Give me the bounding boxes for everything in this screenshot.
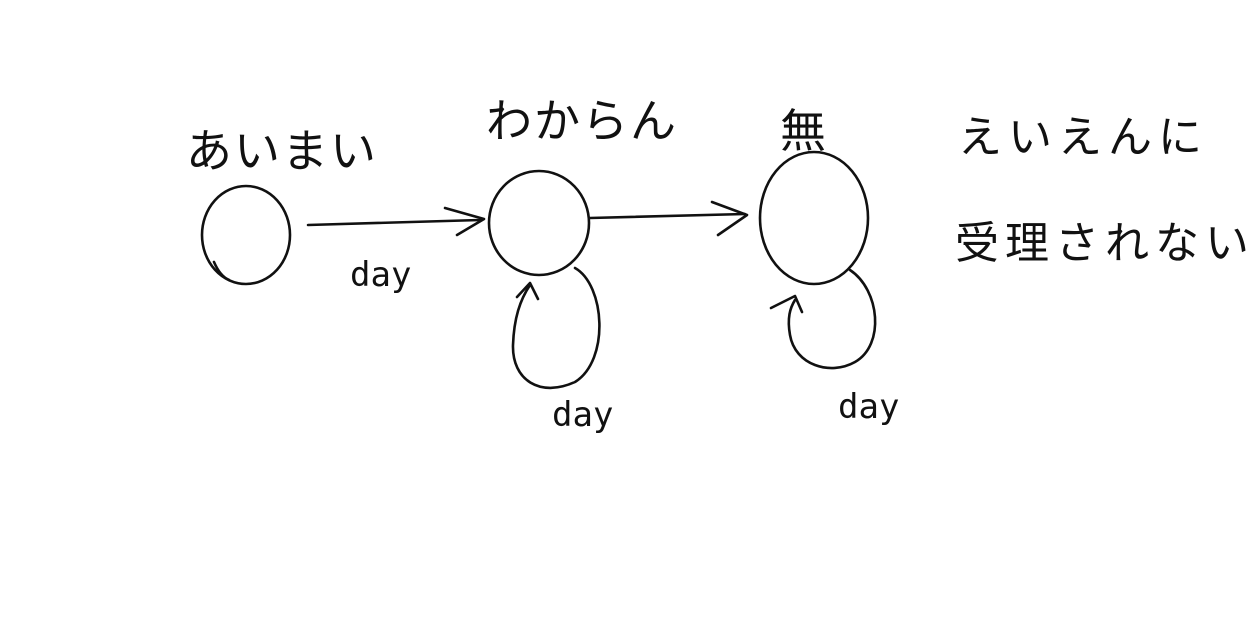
note-line-2: 受理されない: [955, 218, 1247, 269]
edge-arrowhead-aimai-to-wakaran: [443, 206, 486, 237]
edge-label-aimai-to-wakaran: day: [350, 255, 412, 295]
edge-arrow-wakaran-to-mu: [588, 212, 747, 220]
state-circle-mu: [758, 150, 870, 286]
state-circle-aimai-tail: [212, 260, 231, 282]
state-label-mu: 無: [780, 104, 828, 158]
self-loop-wakaran: [511, 266, 601, 390]
edge-arrowhead-wakaran-to-mu: [710, 200, 749, 237]
edge-label-mu-loop: day: [838, 387, 900, 427]
state-label-wakaran: わからん: [486, 94, 678, 148]
note-line-1: えいえんに: [958, 112, 1208, 163]
edge-arrow-aimai-to-wakaran: [306, 218, 482, 227]
edge-label-wakaran-loop: day: [552, 395, 614, 435]
state-circle-wakaran: [487, 169, 591, 277]
self-loop-mu-arrowhead: [769, 294, 804, 314]
state-circle-aimai: [200, 184, 292, 286]
self-loop-wakaran-arrowhead: [515, 281, 540, 301]
state-label-aimai: あいまい: [186, 124, 378, 178]
self-loop-mu: [787, 268, 877, 370]
